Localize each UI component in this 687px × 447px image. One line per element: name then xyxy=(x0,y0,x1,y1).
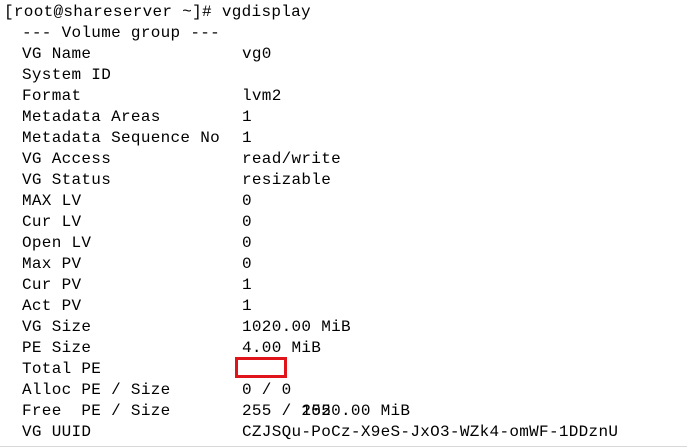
row-label: PE Size xyxy=(22,339,92,357)
row-metadata-sequence-no: Metadata Sequence No 1 xyxy=(0,128,687,149)
row-alloc-pe-size: Alloc PE / Size 0 / 0 xyxy=(0,380,687,401)
row-value-highlighted: 255 xyxy=(235,357,331,420)
row-max-lv: MAX LV 0 xyxy=(0,191,687,212)
row-vg-access: VG Access read/write xyxy=(0,149,687,170)
row-max-pv: Max PV 0 xyxy=(0,254,687,275)
row-format: Format lvm2 xyxy=(0,86,687,107)
row-label: Format xyxy=(22,87,82,105)
row-value: 0 xyxy=(242,213,252,231)
row-label: Metadata Sequence No xyxy=(22,129,221,147)
total-pe-value: 255 xyxy=(301,402,332,420)
section-header: --- Volume group --- xyxy=(22,24,221,42)
row-value: vg0 xyxy=(242,45,272,63)
row-label: Cur LV xyxy=(22,213,82,231)
row-system-id: System ID xyxy=(0,65,687,86)
row-value: lvm2 xyxy=(242,87,282,105)
row-value: 1 xyxy=(242,276,252,294)
row-value: 0 xyxy=(242,255,252,273)
row-pe-size: PE Size 4.00 MiB xyxy=(0,338,687,359)
row-label: Act PV xyxy=(22,297,82,315)
row-value: 255 / 1020.00 MiB xyxy=(242,402,411,420)
row-free-pe-size: Free PE / Size 255 / 1020.00 MiB xyxy=(0,401,687,422)
highlight-box xyxy=(235,357,287,378)
row-value: 0 / 0 xyxy=(242,381,292,399)
row-label: Metadata Areas xyxy=(22,108,161,126)
row-label: VG Name xyxy=(22,45,92,63)
row-label: VG Status xyxy=(22,171,112,189)
row-open-lv: Open LV 0 xyxy=(0,233,687,254)
row-value: CZJSQu-PoCz-X9eS-JxO3-WZk4-omWF-1DDznU xyxy=(242,423,619,441)
row-value: resizable xyxy=(242,171,332,189)
row-label: Max PV xyxy=(22,255,82,273)
row-vg-uuid: VG UUID CZJSQu-PoCz-X9eS-JxO3-WZk4-omWF-… xyxy=(0,422,687,443)
row-value: 0 xyxy=(242,192,252,210)
row-label: VG Size xyxy=(22,318,92,336)
row-label: Open LV xyxy=(22,234,92,252)
row-vg-status: VG Status resizable xyxy=(0,170,687,191)
row-label: Alloc PE / Size xyxy=(22,381,171,399)
row-value: 1 xyxy=(242,129,252,147)
row-value: 1 xyxy=(242,108,252,126)
row-value: 1 xyxy=(242,297,252,315)
row-label: VG UUID xyxy=(22,423,92,441)
row-total-pe: Total PE 255 xyxy=(0,357,687,420)
row-cur-pv: Cur PV 1 xyxy=(0,275,687,296)
row-label: Total PE xyxy=(22,360,102,378)
row-value: read/write xyxy=(242,150,342,168)
row-metadata-areas: Metadata Areas 1 xyxy=(0,107,687,128)
row-vg-size: VG Size 1020.00 MiB xyxy=(0,317,687,338)
row-label: Free PE / Size xyxy=(22,402,171,420)
row-label: VG Access xyxy=(22,150,112,168)
row-label: Cur PV xyxy=(22,276,82,294)
row-value: 4.00 MiB xyxy=(242,339,322,357)
row-label: MAX LV xyxy=(22,192,82,210)
row-value: 1020.00 MiB xyxy=(242,318,351,336)
command-prompt-line: [root@shareserver ~]# vgdisplay xyxy=(4,3,311,21)
row-act-pv: Act PV 1 xyxy=(0,296,687,317)
row-label: System ID xyxy=(22,66,112,84)
row-value: 0 xyxy=(242,234,252,252)
row-vg-name: VG Name vg0 xyxy=(0,44,687,65)
row-cur-lv: Cur LV 0 xyxy=(0,212,687,233)
